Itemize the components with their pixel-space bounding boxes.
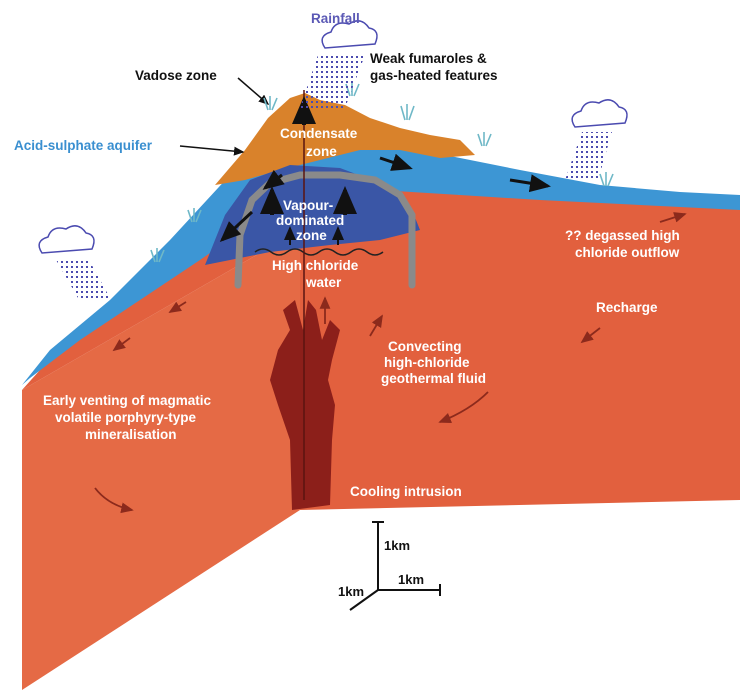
label-vadose-zone: Vadose zone: [135, 68, 217, 83]
cloud-rain-icon: [300, 21, 377, 108]
cloud-rain-icon: [565, 100, 627, 180]
label-recharge: Recharge: [596, 300, 658, 315]
label-vapour: Vapour-: [283, 198, 333, 213]
pointer-vadose: [238, 78, 268, 104]
scale-label-vertical: 1km: [384, 538, 410, 553]
label-vapour-zone: zone: [296, 228, 327, 243]
label-condensate-zone: Condensate: [280, 126, 358, 141]
label-early-venting-2: volatile porphyry-type: [55, 410, 197, 425]
label-gas-heated-features: gas-heated features: [370, 68, 498, 83]
label-weak-fumaroles: Weak fumaroles &: [370, 51, 487, 66]
label-vapour-dominated: dominated: [276, 213, 344, 228]
label-early-venting: Early venting of magmatic: [43, 393, 212, 408]
label-condensate-zone-2: zone: [306, 144, 337, 159]
label-cooling-intrusion: Cooling intrusion: [350, 484, 462, 499]
grass-tuft-icon: [264, 96, 277, 110]
label-degassed-outflow: ?? degassed high: [565, 228, 680, 243]
label-early-venting-3: mineralisation: [85, 427, 177, 442]
scale-label-horizontal: 1km: [398, 572, 424, 587]
label-acid-sulphate-aquifer: Acid-sulphate aquifer: [14, 138, 153, 153]
label-degassed-outflow-2: chloride outflow: [575, 245, 680, 260]
cloud-rain-icon: [39, 226, 110, 298]
grass-tuft-icon: [600, 172, 613, 186]
label-rainfall: Rainfall: [311, 11, 360, 26]
scale-label-depth: 1km: [338, 584, 364, 599]
grass-tuft-icon: [478, 132, 491, 146]
pointer-aquifer: [180, 146, 243, 152]
grass-tuft-icon: [401, 104, 414, 120]
label-convecting-2: high-chloride: [384, 355, 470, 370]
label-convecting-3: geothermal fluid: [381, 371, 486, 386]
label-convecting: Convecting: [388, 339, 462, 354]
label-high-chloride: High chloride: [272, 258, 359, 273]
label-high-chloride-water: water: [305, 275, 342, 290]
